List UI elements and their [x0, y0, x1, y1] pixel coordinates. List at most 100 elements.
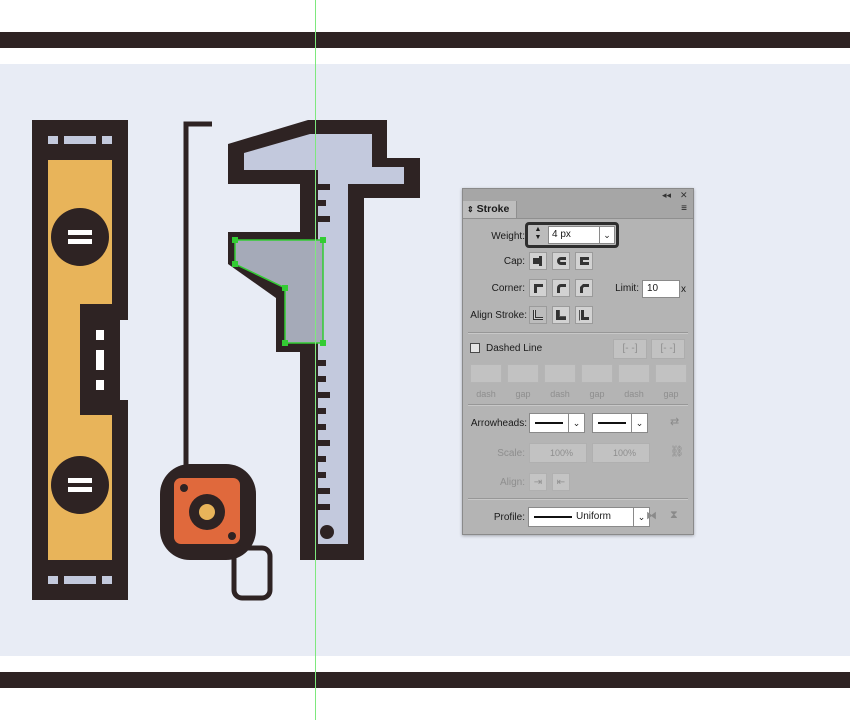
width-profile-value: Uniform — [576, 511, 612, 522]
caliper-selected-jaw — [235, 240, 323, 343]
tape-measure[interactable] — [160, 121, 273, 601]
arrowheads-label: Arrowheads: — [470, 418, 527, 429]
dashed-line-label: Dashed Line — [486, 343, 543, 354]
level-bubble-line — [68, 478, 92, 483]
level-vial-segment — [96, 330, 104, 340]
caliper-beam — [318, 170, 348, 544]
level-bottom-strip — [48, 576, 112, 584]
close-icon[interactable]: ✕ — [680, 190, 688, 200]
arrow-tip-at-end-icon[interactable]: ⇤ — [552, 473, 570, 491]
tab-stroke-label: Stroke — [476, 203, 510, 215]
align-inside-icon[interactable] — [552, 306, 570, 324]
width-profile-chevron-icon[interactable]: ⌄ — [634, 507, 650, 527]
butt-cap-icon[interactable] — [529, 252, 547, 270]
level-bottom-tick — [96, 576, 102, 584]
align-center-icon[interactable] — [529, 306, 547, 324]
caliper[interactable] — [228, 120, 420, 560]
end-arrowhead-chevron-icon[interactable]: ⌄ — [632, 413, 648, 433]
gap-field-label: gap — [515, 389, 531, 399]
start-arrowhead-chevron-icon[interactable]: ⌄ — [569, 413, 585, 433]
level-bubble-line — [68, 239, 92, 244]
bottom-border-band — [0, 672, 850, 688]
caliper-screw — [320, 525, 334, 539]
cap-label: Cap: — [503, 256, 525, 267]
level-bubble-vial — [51, 456, 109, 514]
gap-field[interactable] — [655, 364, 687, 383]
end-scale-value: 100% — [613, 448, 637, 458]
stroke-panel: ◂◂ ✕ ⇕ Stroke ≡ Weight: ▲ ▼ 4 px ⌄ Cap: … — [462, 188, 694, 535]
dash-field[interactable] — [544, 364, 576, 383]
start-scale-input[interactable]: 100% — [529, 443, 587, 463]
panel-tab-row: ⇕ Stroke ≡ — [463, 201, 693, 219]
tape-blade — [183, 121, 212, 468]
weight-stepper[interactable]: ▲ ▼ — [530, 226, 546, 244]
gap-field[interactable] — [581, 364, 613, 383]
align-stroke-label: Align Stroke: — [470, 310, 527, 321]
spirit-level[interactable] — [32, 120, 128, 600]
tape-reel-center — [199, 504, 215, 520]
round-join-icon[interactable] — [552, 279, 570, 297]
level-top-tick — [96, 136, 102, 144]
link-scale-icon[interactable]: ⛓ — [670, 446, 684, 458]
tape-screw — [228, 532, 236, 540]
end-arrowhead-select[interactable] — [592, 413, 632, 433]
start-scale-value: 100% — [550, 448, 574, 458]
level-top-tick — [58, 136, 64, 144]
level-bubble-vial — [51, 208, 109, 266]
selection-anchor-points[interactable] — [232, 237, 326, 346]
gap-field-label: gap — [589, 389, 605, 399]
limit-input[interactable]: 10 — [642, 280, 680, 298]
limit-unit: x — [681, 284, 686, 295]
start-arrowhead-select[interactable] — [529, 413, 569, 433]
flip-along-icon[interactable]: ⧓ — [646, 510, 657, 522]
scale-label: Scale: — [497, 448, 525, 459]
dash-field-label: dash — [550, 389, 570, 399]
chevron-down-icon[interactable]: ▼ — [534, 234, 542, 241]
panel-divider — [468, 332, 688, 334]
level-top-strip — [48, 136, 112, 144]
arrow-tip-beyond-icon[interactable]: ⇥ — [529, 473, 547, 491]
tab-stroke[interactable]: ⇕ Stroke — [463, 201, 517, 218]
bevel-join-icon[interactable] — [575, 279, 593, 297]
gap-field[interactable] — [507, 364, 539, 383]
vertical-guide-line[interactable] — [315, 0, 316, 720]
projecting-cap-icon[interactable] — [575, 252, 593, 270]
swap-arrowheads-icon[interactable]: ⇄ — [670, 416, 680, 428]
gap-field-label: gap — [663, 389, 679, 399]
level-bubble-line — [68, 230, 92, 235]
double-chevron-left-icon[interactable]: ◂◂ — [662, 190, 672, 200]
weight-control: ▲ ▼ 4 px ⌄ — [525, 222, 619, 248]
top-border-band — [0, 32, 850, 48]
panel-divider — [468, 498, 688, 500]
align-outside-icon[interactable] — [575, 306, 593, 324]
profile-label: Profile: — [493, 512, 525, 523]
width-profile-select[interactable]: Uniform — [528, 507, 634, 527]
dash-field-label: dash — [624, 389, 644, 399]
chevron-up-icon[interactable]: ▲ — [534, 226, 542, 233]
weight-input[interactable]: 4 px — [548, 226, 600, 244]
hamburger-menu-icon[interactable]: ≡ — [681, 203, 687, 214]
miter-join-icon[interactable] — [529, 279, 547, 297]
preserve-dash-icon[interactable]: [‑ ‑] — [613, 339, 647, 359]
weight-label: Weight: — [491, 231, 525, 242]
limit-label: Limit: — [615, 283, 639, 294]
align-dash-icon[interactable]: [‑ ‑] — [651, 339, 685, 359]
artboard-canvas — [0, 64, 850, 656]
align-label: Align: — [499, 477, 525, 488]
weight-dropdown-chevron-icon[interactable]: ⌄ — [600, 226, 615, 244]
flip-across-icon[interactable]: ⧗ — [670, 509, 678, 521]
dashed-line-checkbox[interactable] — [470, 343, 480, 353]
level-bottom-tick — [58, 576, 64, 584]
round-cap-icon[interactable] — [552, 252, 570, 270]
panel-divider — [468, 404, 688, 406]
level-vial-segment — [96, 380, 104, 390]
level-vial-segment — [96, 350, 104, 370]
panel-title-bar[interactable]: ◂◂ ✕ — [463, 189, 693, 201]
end-scale-input[interactable]: 100% — [592, 443, 650, 463]
level-bubble-line — [68, 487, 92, 492]
corner-label: Corner: — [491, 283, 525, 294]
tape-screw — [180, 484, 188, 492]
dash-field[interactable] — [618, 364, 650, 383]
dash-field[interactable] — [470, 364, 502, 383]
